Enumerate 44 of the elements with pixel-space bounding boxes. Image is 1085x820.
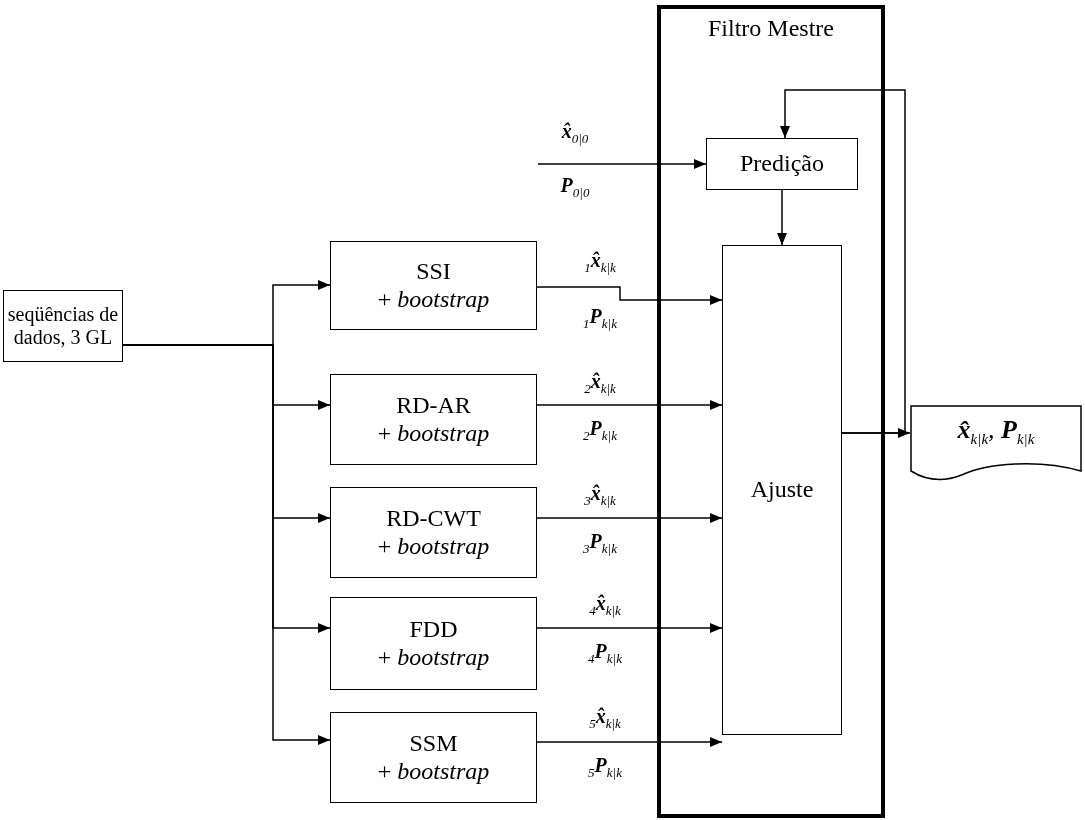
box-text: + bootstrap: [377, 285, 490, 314]
process-box: [706, 138, 858, 190]
edge-label: $_{4}$x̂$_{k|k}$: [589, 591, 621, 619]
process-box: [3, 290, 123, 362]
box-text: RD-CWT: [386, 504, 481, 533]
arrow: [536, 286, 723, 305]
frame-heading: Filtro Mestre: [708, 15, 834, 43]
process-box: [330, 487, 537, 578]
box-text: + bootstrap: [377, 419, 490, 448]
filter-frame: [657, 5, 885, 818]
process-box: [330, 597, 537, 690]
arrow: [537, 159, 707, 169]
box-text: + bootstrap: [377, 532, 490, 561]
process-box: [722, 245, 842, 735]
process-box: [330, 712, 537, 803]
arrow: [777, 189, 787, 246]
box-text: RD-AR: [396, 391, 471, 420]
box-text: + bootstrap: [377, 757, 490, 786]
edge-label: $_{5}$x̂$_{k|k}$: [589, 704, 621, 732]
process-box: [330, 241, 537, 330]
signal-label: $_{4}$P$_{k|k}$: [588, 639, 622, 667]
signal-label: $_{3}$P$_{k|k}$: [583, 529, 617, 557]
box-text: SSM: [409, 729, 458, 758]
signal-label: $_{5}$P$_{k|k}$: [588, 753, 622, 781]
arrow: [536, 513, 723, 523]
edge-label: $_{1}$x̂$_{k|k}$: [584, 248, 616, 276]
edge-label: $_{2}$x̂$_{k|k}$: [584, 369, 616, 397]
box-text: + bootstrap: [377, 643, 490, 672]
signal-label: $_{1}$P$_{k|k}$: [583, 304, 617, 332]
process-box: [330, 374, 537, 465]
arrow: [536, 623, 723, 633]
box-text: x̂$_{k|k}$, P$_{k|k}$: [957, 415, 1035, 449]
box-text: seqüências de dados, 3 GL: [6, 303, 120, 349]
edge-label: x̂$_{0|0}$: [561, 119, 589, 147]
arrow: [780, 89, 906, 434]
box-text: Ajuste: [750, 476, 814, 504]
arrow: [536, 737, 723, 747]
box-text: FDD: [409, 615, 458, 644]
box-text: SSI: [416, 257, 451, 286]
arrow: [536, 400, 723, 410]
box-text: Predição: [740, 150, 824, 178]
signal-label: $_{2}$P$_{k|k}$: [583, 416, 617, 444]
signal-label: P$_{0|0}$: [560, 173, 590, 201]
edge-label: $_{3}$x̂$_{k|k}$: [584, 481, 616, 509]
